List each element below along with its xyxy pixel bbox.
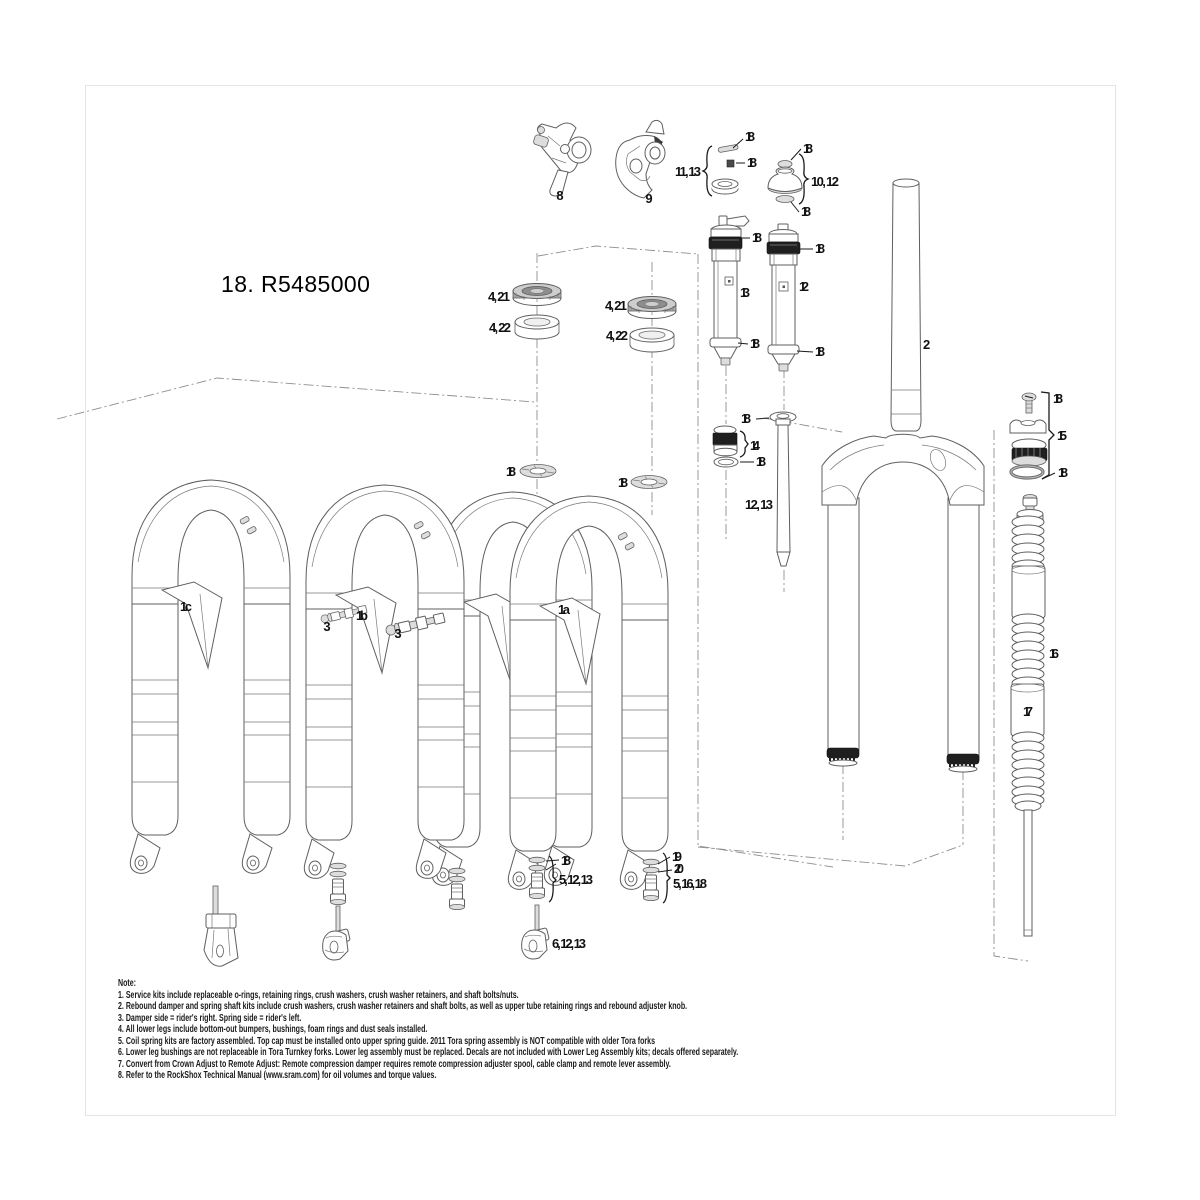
lower-leg-assembly-1b	[303, 484, 465, 879]
damper-cartridge-12	[766, 223, 801, 372]
label-19: 19	[672, 849, 682, 864]
label-18: 18	[741, 411, 751, 426]
label-18: 18	[803, 141, 813, 156]
adjuster-screw-clamp-c	[521, 904, 550, 960]
lower-leg-assembly-1c	[129, 479, 291, 874]
note-line: 2. Rebound damper and spring shaft kits …	[118, 1001, 688, 1013]
label-11-13: 11, 13	[675, 164, 701, 179]
label-20: 20	[674, 861, 684, 876]
damper-cartridge-13	[708, 215, 750, 366]
top-cap-group-15	[1009, 392, 1048, 480]
rebound-adjuster-rod	[203, 885, 239, 967]
notes-heading: Note:	[118, 978, 137, 989]
label-18: 18	[1053, 391, 1063, 406]
label-1c: 1c	[180, 599, 192, 614]
notes-block: Note: 1. Service kits include replaceabl…	[118, 978, 739, 1082]
label-5-16-18: 5, 16, 18	[673, 876, 707, 891]
label-2: 2	[923, 337, 930, 352]
label-1b: 1b	[356, 608, 368, 623]
label-3: 3	[323, 619, 330, 634]
label-18: 18	[745, 129, 755, 144]
shaft-bolt-stack-a	[329, 862, 347, 906]
note-line: 3. Damper side = rider's right. Spring s…	[118, 1012, 302, 1024]
label-16: 16	[1049, 646, 1059, 661]
label-18: 18	[1058, 465, 1068, 480]
label-4-21: 4, 21	[488, 289, 510, 304]
label-4-22: 4, 22	[489, 320, 511, 335]
crown-steerer-unit	[821, 178, 985, 773]
label-18: 18	[815, 344, 825, 359]
rebound-shaft-12-13	[769, 411, 797, 567]
top-cap-group-10-12	[767, 160, 803, 203]
label-18: 18	[506, 464, 516, 479]
label-8: 8	[556, 188, 563, 203]
coil-spring-assembly	[1010, 494, 1046, 937]
label-18: 18	[750, 336, 760, 351]
label-18: 18	[752, 230, 762, 245]
label-12: 12	[799, 279, 809, 294]
label-18: 18	[618, 475, 628, 490]
label-13: 13	[740, 285, 750, 300]
label-18: 18	[756, 454, 766, 469]
note-line: 5. Coil spring kits are factory assemble…	[118, 1035, 655, 1047]
label-17: 17	[1023, 704, 1033, 719]
label-15: 15	[1057, 428, 1067, 443]
label-18: 18	[815, 241, 825, 256]
label-4-21: 4, 21	[605, 298, 627, 313]
part-number-labels: 8 9 18 11, 13 18 18 10, 12 18 18 13 18 1…	[180, 129, 1068, 951]
remote-lever-8	[533, 122, 592, 197]
label-1a: 1a	[558, 602, 571, 617]
label-4-22: 4, 22	[606, 328, 628, 343]
kit-number-title: 18. R5485000	[221, 271, 371, 297]
crush-washer-right	[630, 475, 668, 489]
remote-lever-9	[615, 119, 666, 199]
seal-head-cap-14	[712, 425, 739, 468]
note-line: 6. Lower leg bushings are not replaceabl…	[118, 1047, 739, 1059]
label-14: 14	[750, 438, 761, 453]
note-line: 1. Service kits include replaceable o-ri…	[118, 989, 519, 1001]
label-18: 18	[561, 853, 571, 868]
note-line: 4. All lower legs include bottom-out bum…	[118, 1024, 428, 1036]
adjuster-screw-clamp-a	[322, 905, 351, 961]
callout-lines	[545, 138, 1056, 904]
note-line: 8. Refer to the RockShox Technical Manua…	[118, 1070, 437, 1082]
label-6-12-13: 6, 12, 13	[552, 936, 586, 951]
label-12-13: 12, 13	[745, 497, 773, 512]
label-18: 18	[747, 155, 757, 170]
label-10-12: 10, 12	[811, 174, 839, 189]
label-9: 9	[645, 191, 652, 206]
label-3: 3	[394, 626, 401, 641]
label-5-12-13: 5, 12, 13	[559, 872, 593, 887]
crush-washer-left	[519, 464, 557, 478]
label-18: 18	[801, 204, 811, 219]
note-line: 7. Convert from Crown Adjust to Remote A…	[118, 1058, 671, 1070]
retaining-hardware-11-13	[711, 144, 739, 195]
